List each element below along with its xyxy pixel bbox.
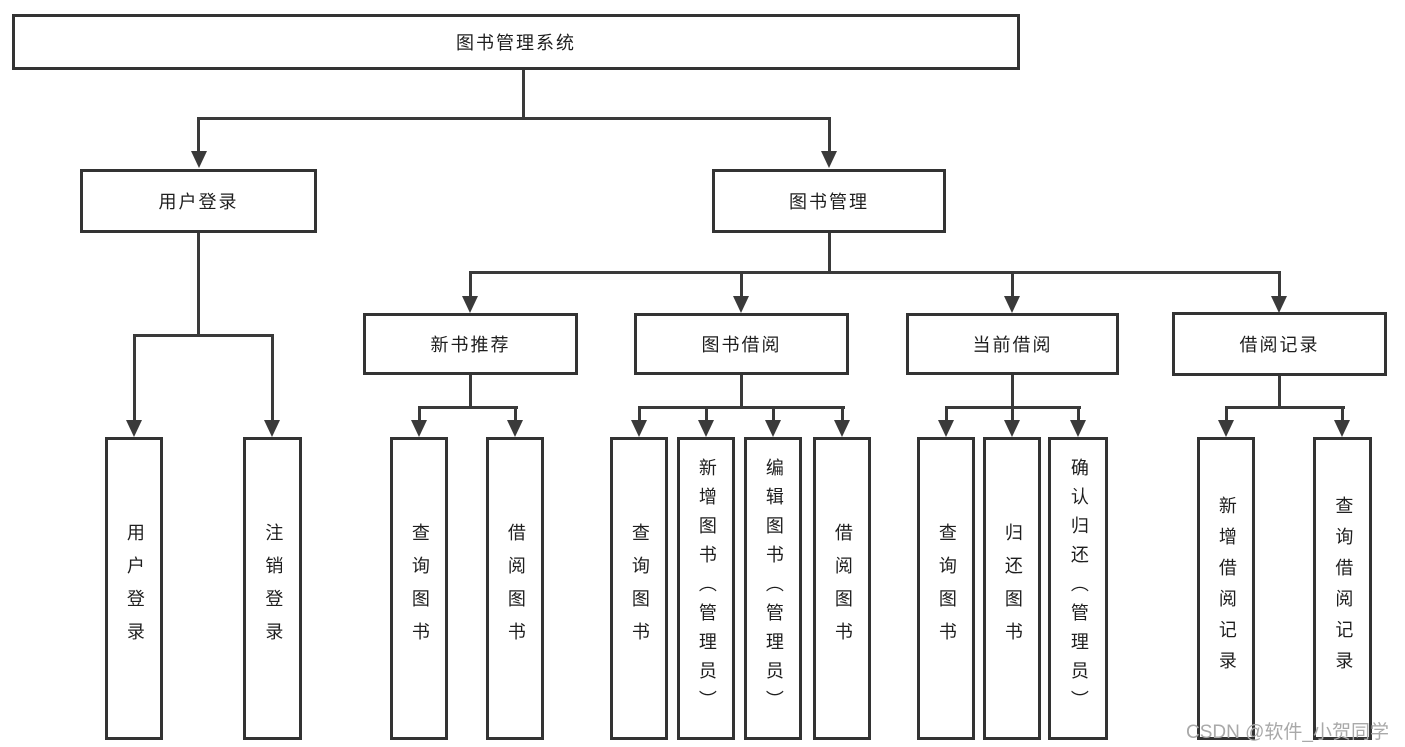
- leaf-add-book-admin-label: 新增图书（管理员）: [696, 458, 717, 719]
- arrow-down-icon: [698, 420, 714, 437]
- leaf-newbook-query-books-label: 查询图书: [409, 522, 430, 655]
- connector-line: [1011, 271, 1014, 298]
- leaf-query-borrow-record: 查询借阅记录: [1313, 437, 1372, 740]
- connector-line: [133, 334, 136, 422]
- leaf-newbook-query-books: 查询图书: [390, 437, 448, 740]
- node-book-management-label: 图书管理: [789, 192, 869, 212]
- connector-line: [638, 406, 845, 409]
- connector-line: [197, 117, 831, 120]
- node-book-management: 图书管理: [712, 169, 946, 233]
- arrow-down-icon: [507, 420, 523, 437]
- connector-line: [1077, 406, 1080, 422]
- connector-line: [1225, 406, 1345, 409]
- arrow-down-icon: [1004, 296, 1020, 313]
- leaf-return-book-label: 归还图书: [1002, 522, 1023, 655]
- leaf-user-login-label: 用户登录: [124, 522, 145, 655]
- connector-line: [1278, 271, 1281, 298]
- arrow-down-icon: [821, 151, 837, 168]
- node-new-book-recommend-label: 新书推荐: [430, 335, 511, 355]
- arrow-down-icon: [411, 420, 427, 437]
- node-new-book-recommend: 新书推荐: [363, 313, 578, 375]
- leaf-newbook-borrow-books-label: 借阅图书: [505, 522, 526, 655]
- arrow-down-icon: [264, 420, 280, 437]
- connector-line: [945, 406, 948, 422]
- connector-line: [772, 406, 775, 422]
- connector-line: [469, 374, 472, 409]
- connector-line: [418, 406, 421, 422]
- connector-line: [638, 406, 641, 422]
- leaf-add-borrow-record-label: 新增借阅记录: [1216, 495, 1237, 682]
- connector-line: [514, 406, 517, 422]
- node-book-borrowing-label: 图书借阅: [701, 335, 782, 355]
- leaf-current-query-books: 查询图书: [917, 437, 975, 740]
- connector-line: [418, 406, 518, 409]
- node-user-login: 用户登录: [80, 169, 317, 233]
- connector-line: [469, 271, 1281, 274]
- connector-line: [469, 271, 472, 298]
- leaf-borrow-borrow-books-label: 借阅图书: [832, 522, 853, 655]
- connector-line: [705, 406, 708, 422]
- arrow-down-icon: [126, 420, 142, 437]
- arrow-down-icon: [631, 420, 647, 437]
- csdn-watermark: CSDN @软件_小贺同学: [1186, 722, 1389, 743]
- node-borrowing-records: 借阅记录: [1172, 312, 1387, 376]
- leaf-add-book-admin: 新增图书（管理员）: [677, 437, 735, 740]
- arrow-down-icon: [765, 420, 781, 437]
- node-current-borrowing-label: 当前借阅: [972, 335, 1053, 355]
- connector-line: [133, 334, 274, 337]
- leaf-logout-login-label: 注销登录: [263, 522, 284, 655]
- connector-line: [841, 406, 844, 422]
- arrow-down-icon: [834, 420, 850, 437]
- arrow-down-icon: [1070, 420, 1086, 437]
- arrow-down-icon: [1334, 420, 1350, 437]
- leaf-borrow-query-books-label: 查询图书: [629, 522, 650, 655]
- connector-line: [271, 334, 274, 422]
- leaf-return-book: 归还图书: [983, 437, 1041, 740]
- node-borrowing-records-label: 借阅记录: [1239, 335, 1320, 355]
- leaf-query-borrow-record-label: 查询借阅记录: [1333, 495, 1354, 682]
- leaf-newbook-borrow-books: 借阅图书: [486, 437, 544, 740]
- leaf-edit-book-admin-label: 编辑图书（管理员）: [763, 458, 784, 719]
- leaf-confirm-return-admin: 确认归还（管理员）: [1048, 437, 1108, 740]
- arrow-down-icon: [462, 296, 478, 313]
- arrow-down-icon: [1271, 296, 1287, 313]
- leaf-user-login: 用户登录: [105, 437, 163, 740]
- connector-line: [740, 374, 743, 409]
- node-root: 图书管理系统: [12, 14, 1020, 70]
- node-current-borrowing: 当前借阅: [906, 313, 1119, 375]
- connector-line: [740, 271, 743, 298]
- arrow-down-icon: [1004, 420, 1020, 437]
- arrow-down-icon: [1218, 420, 1234, 437]
- connector-line: [197, 232, 200, 337]
- node-root-label: 图书管理系统: [456, 33, 576, 53]
- connector-line: [828, 117, 831, 153]
- connector-line: [1225, 406, 1228, 422]
- connector-line: [1341, 406, 1344, 422]
- leaf-add-borrow-record: 新增借阅记录: [1197, 437, 1255, 740]
- connector-line: [1011, 406, 1014, 422]
- leaf-confirm-return-admin-label: 确认归还（管理员）: [1068, 458, 1089, 719]
- leaf-current-query-books-label: 查询图书: [936, 522, 957, 655]
- connector-line: [1011, 374, 1014, 409]
- connector-line: [197, 117, 200, 153]
- arrow-down-icon: [191, 151, 207, 168]
- connector-line: [522, 70, 525, 118]
- arrow-down-icon: [938, 420, 954, 437]
- connector-line: [1278, 374, 1281, 409]
- leaf-borrow-query-books: 查询图书: [610, 437, 668, 740]
- node-user-login-label: 用户登录: [158, 192, 239, 212]
- leaf-borrow-borrow-books: 借阅图书: [813, 437, 871, 740]
- node-book-borrowing: 图书借阅: [634, 313, 849, 375]
- connector-line: [828, 232, 831, 274]
- arrow-down-icon: [733, 296, 749, 313]
- leaf-edit-book-admin: 编辑图书（管理员）: [744, 437, 802, 740]
- leaf-logout-login: 注销登录: [243, 437, 302, 740]
